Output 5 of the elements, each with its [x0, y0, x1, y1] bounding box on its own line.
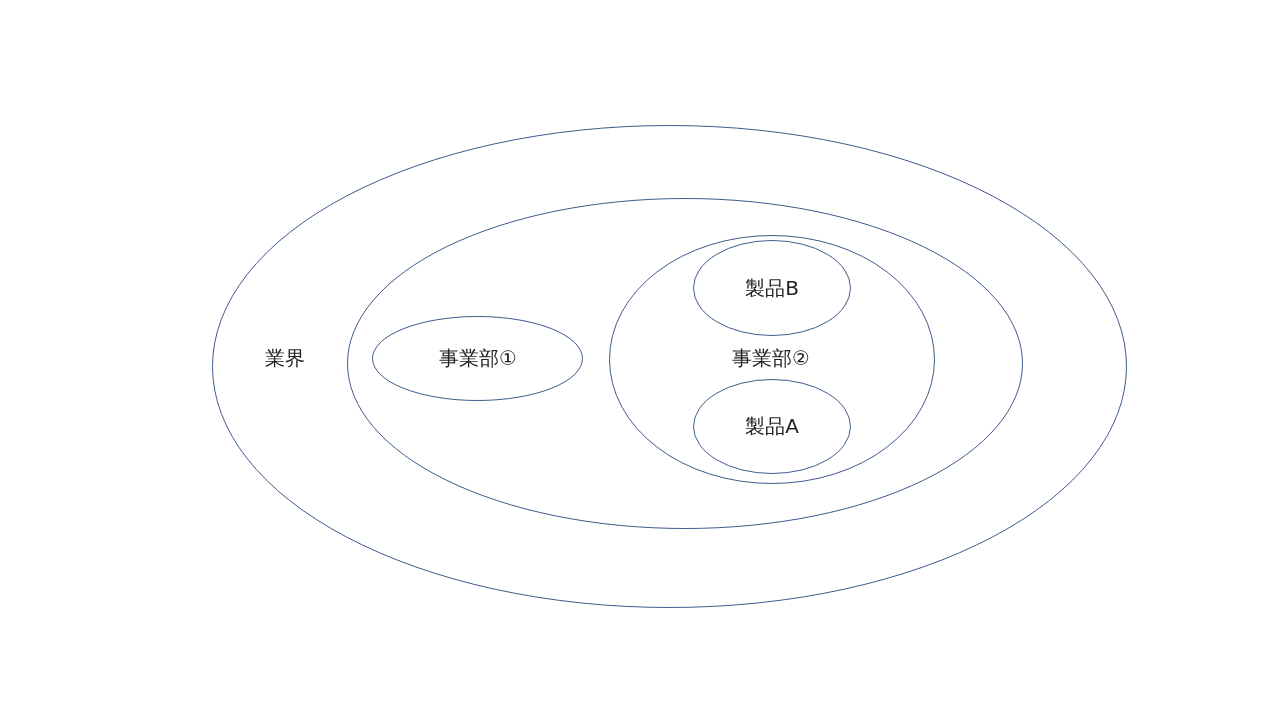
- region-label: 製品A: [745, 416, 799, 436]
- region-label: 事業部①: [439, 348, 517, 368]
- region-label: 事業部②: [732, 348, 810, 368]
- region-label: 製品B: [745, 278, 799, 298]
- region-label: 業界: [265, 348, 305, 368]
